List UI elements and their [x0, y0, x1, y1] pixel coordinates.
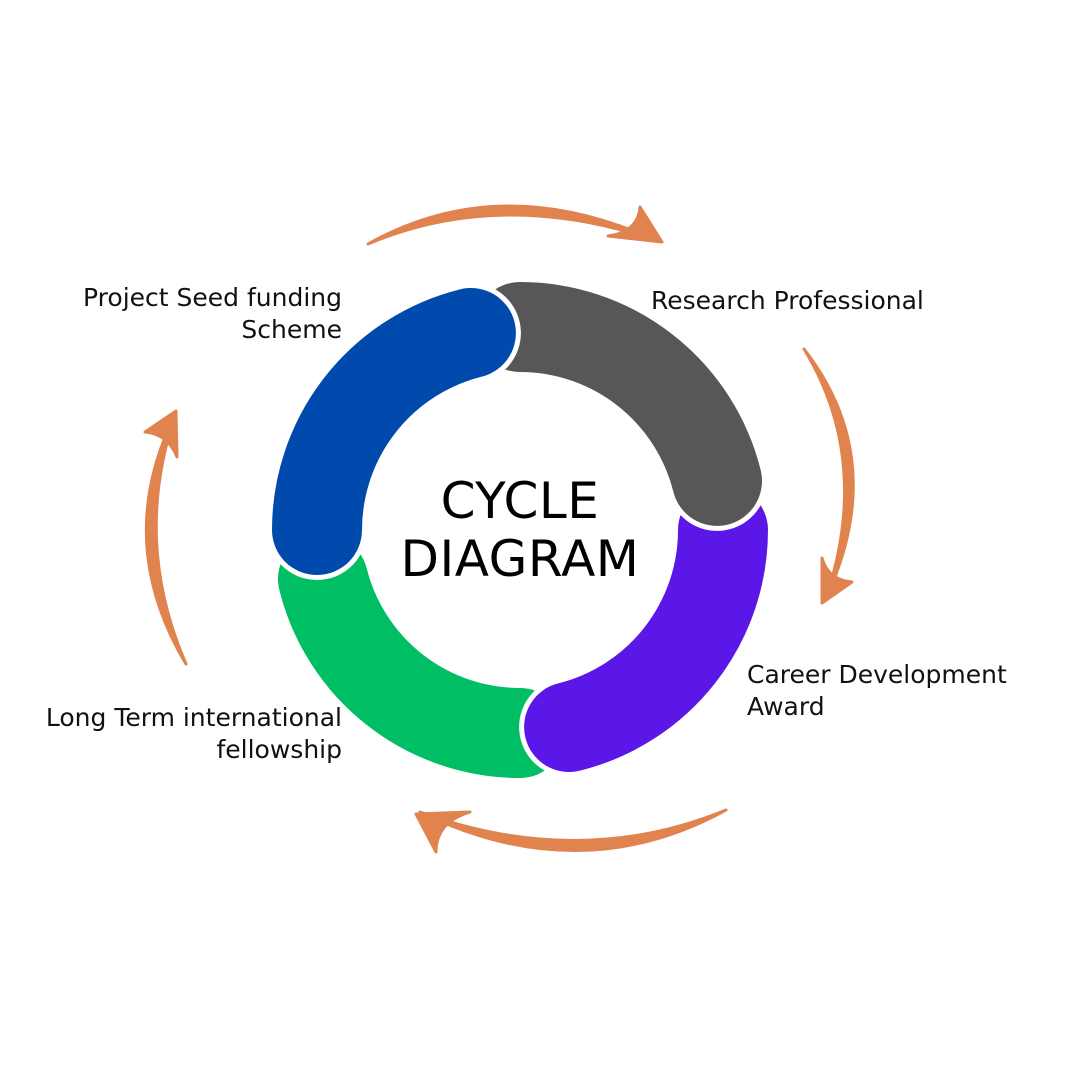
diagram-title: CYCLE DIAGRAM [360, 472, 680, 588]
label-line: Project Seed funding [83, 283, 342, 312]
label-line: Career Development [747, 660, 1007, 689]
cycle-arrows [143, 204, 855, 854]
segment-long-term-fellowship [278, 534, 565, 778]
label-line: fellowship [216, 735, 342, 764]
arrow-top [366, 204, 664, 246]
cycle-ring [267, 277, 773, 783]
label-line: Long Term international [45, 703, 342, 732]
label-career-development: Career Development Award [747, 659, 1007, 723]
label-line: Award [747, 692, 825, 721]
arrow-left [143, 409, 188, 666]
title-line-2: DIAGRAM [400, 530, 640, 588]
segment-research-professional [475, 282, 762, 526]
label-line: Scheme [241, 315, 342, 344]
label-research-professional: Research Professional [651, 285, 924, 317]
arrow-right [802, 347, 855, 605]
label-long-term-fellowship: Long Term international fellowship [46, 702, 342, 766]
segment-project-seed-funding [272, 288, 516, 575]
title-line-1: CYCLE [440, 472, 600, 530]
label-line: Research Professional [651, 286, 924, 315]
segment-career-development [524, 485, 768, 772]
arrow-bottom [414, 808, 728, 854]
label-project-seed-funding: Project Seed funding Scheme [83, 282, 342, 346]
